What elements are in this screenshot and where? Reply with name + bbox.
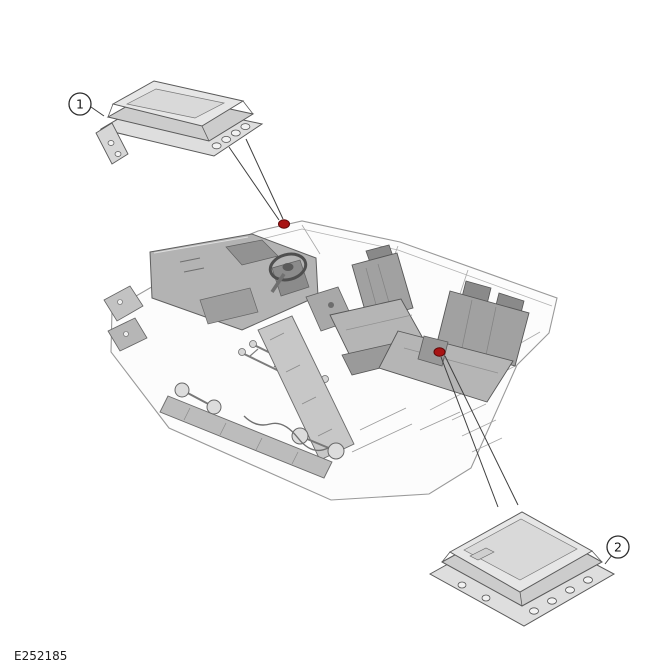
module-2-bolt-hole bbox=[583, 576, 593, 584]
rear-seat-side-panel bbox=[417, 335, 449, 367]
leader-lines-module-1 bbox=[228, 138, 284, 221]
floor-detail-lines bbox=[351, 407, 461, 453]
leader-line bbox=[245, 138, 284, 220]
module-2-bolt-hole bbox=[547, 597, 557, 605]
module-2-bolt-hole bbox=[457, 581, 467, 589]
module-1-tab-hole bbox=[107, 140, 115, 146]
module-1-bolt-hole bbox=[211, 142, 222, 150]
leader-line bbox=[440, 356, 499, 508]
leader-line bbox=[444, 355, 519, 506]
crossmember-hatch-lines bbox=[183, 407, 299, 465]
transmission-tunnel bbox=[257, 315, 355, 461]
leader-line bbox=[228, 146, 280, 221]
module-1-bolt-hole bbox=[230, 129, 241, 137]
rear-seat-backrest-seams bbox=[461, 299, 497, 356]
module-2-illustration bbox=[428, 511, 616, 627]
module-2-edge-lines bbox=[441, 550, 603, 607]
module-1-tab-hole bbox=[114, 151, 122, 157]
module-2-bolt-hole bbox=[529, 607, 539, 615]
callout-2-circle bbox=[606, 535, 630, 559]
leader-lines-module-2 bbox=[440, 355, 519, 508]
module-1-bolt-hole bbox=[221, 135, 232, 143]
callout-1-connector-line bbox=[90, 106, 105, 117]
instrument-cluster-hood bbox=[225, 239, 279, 266]
wiring-harness bbox=[243, 415, 329, 452]
location-marker-2 bbox=[433, 347, 446, 357]
seat-mount-right bbox=[291, 427, 345, 460]
callout-2-connector-line bbox=[604, 554, 613, 565]
module-2-connector-bump bbox=[469, 547, 495, 561]
inner-rail-line bbox=[261, 228, 553, 307]
rear-seat-cushion bbox=[378, 330, 514, 403]
callout-2: 2 bbox=[604, 535, 630, 565]
vehicle-interior-illustration bbox=[103, 220, 558, 501]
steering-column bbox=[270, 273, 286, 293]
dashboard-lower-panel bbox=[199, 287, 259, 325]
callout-1: 1 bbox=[68, 92, 105, 117]
module-1-edge-lines bbox=[107, 100, 254, 142]
location-marker-1 bbox=[278, 219, 290, 229]
rear-floor-hatch-lines bbox=[451, 403, 503, 453]
tunnel-hatch-lines bbox=[269, 332, 333, 437]
front-seat-cushion-seam bbox=[345, 314, 413, 331]
module-2-lid-ridge bbox=[463, 518, 578, 581]
shifter-knob bbox=[328, 302, 334, 308]
steering-wheel-rim bbox=[268, 252, 308, 282]
module-1-illustration bbox=[95, 80, 264, 165]
figure-id-label: E252185 bbox=[14, 649, 67, 663]
callout-1-number: 1 bbox=[76, 97, 84, 112]
dashboard-top-highlight bbox=[153, 236, 249, 254]
dashboard-vent-lines bbox=[179, 257, 205, 273]
left-bracket-upper bbox=[103, 285, 144, 322]
module-1-bolt-hole bbox=[240, 123, 251, 130]
bracket-hole-upper bbox=[117, 299, 123, 305]
seat-mount-left bbox=[174, 382, 222, 415]
steering-wheel-hub bbox=[282, 263, 294, 271]
module-1-lid-ridge bbox=[125, 88, 226, 119]
callout-2-number: 2 bbox=[614, 540, 622, 555]
callout-1-circle bbox=[68, 92, 92, 116]
floor-crossmember bbox=[159, 395, 333, 479]
module-2-bolt-hole bbox=[565, 586, 575, 594]
module-2-bolt-hole bbox=[481, 594, 491, 602]
bracket-hole-lower bbox=[123, 331, 129, 337]
